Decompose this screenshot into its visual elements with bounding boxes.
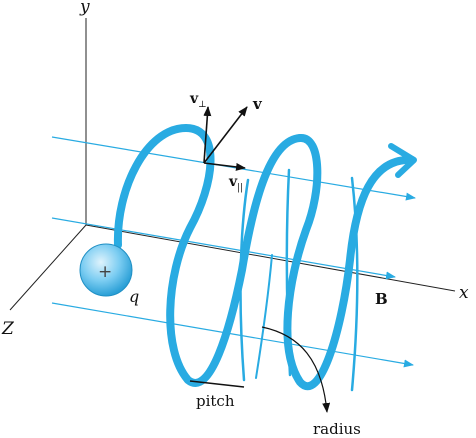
- helix-trajectory: [113, 123, 417, 392]
- v-arrow: [203, 106, 248, 164]
- pitch-label: pitch: [196, 392, 235, 410]
- helix-arrowhead: [388, 143, 417, 178]
- charge-sign: +: [98, 262, 112, 282]
- helix-loop-2: [283, 134, 416, 391]
- v-par-sub: ||: [237, 183, 243, 193]
- field-line-2: [51, 217, 396, 280]
- velocity-vectors: [203, 106, 248, 171]
- helix-back-stroke-4: [255, 254, 273, 379]
- z-axis-line: [9, 224, 87, 311]
- radius-pointer: [261, 326, 331, 413]
- field-label: B: [375, 290, 388, 308]
- field-line-1: [51, 136, 416, 201]
- pitch-line: [189, 380, 245, 388]
- v-perp-base: v: [189, 91, 199, 107]
- y-axis-label: y: [79, 0, 90, 17]
- v-par-arrow: [203, 162, 246, 171]
- charge-sphere: [79, 243, 133, 297]
- x-axis-line: [85, 224, 456, 292]
- v-perp-label: v⊥: [189, 91, 207, 110]
- v-perp-sub: ⊥: [198, 100, 206, 110]
- v-par-label: v||: [228, 174, 243, 193]
- v-label-text: v: [252, 95, 263, 113]
- v-perp-arrow: [203, 106, 212, 164]
- v-label: v: [252, 95, 263, 113]
- radius-label: radius: [313, 420, 361, 438]
- helix-back-stroke-3: [350, 176, 359, 392]
- helix-loop-1: [113, 123, 304, 387]
- charge-label: q: [129, 287, 139, 306]
- x-axis-label: x: [459, 283, 469, 303]
- field-line-3: [51, 302, 414, 368]
- axes: y x Z: [1, 0, 469, 339]
- field-lines: [51, 136, 416, 368]
- v-par-base: v: [228, 174, 238, 190]
- charge-particle: + q: [79, 243, 139, 306]
- z-axis-label: Z: [1, 319, 15, 339]
